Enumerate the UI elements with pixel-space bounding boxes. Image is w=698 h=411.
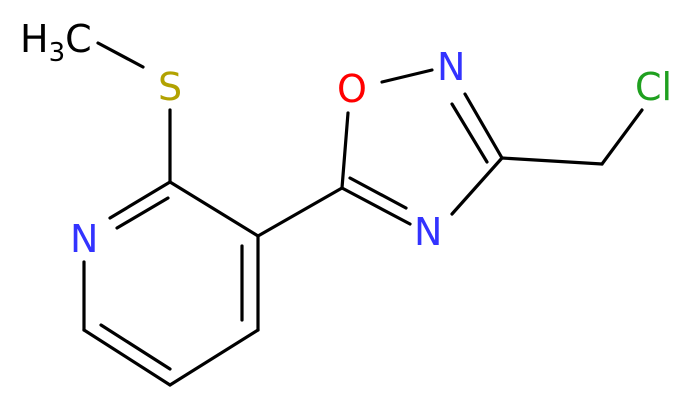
bond-c3-n4 <box>450 156 504 216</box>
oxadiazole-nitrogen-top-atom: N <box>437 45 465 89</box>
atom-labels: H3C S N O N N Cl <box>20 17 672 261</box>
oxygen-atom: O <box>337 67 367 111</box>
bond-c6-c5-inner <box>99 323 172 371</box>
pyridine-nitrogen-atom: N <box>70 217 98 261</box>
bond-c2-n1-inner <box>115 196 170 230</box>
methyl-h: H <box>20 17 49 61</box>
bond-s-methyl <box>96 41 145 69</box>
bond-n4-c5-inner <box>348 176 408 210</box>
methyl-subscript: 3 <box>49 38 66 68</box>
chlorine-atom: Cl <box>635 65 672 109</box>
bond-c6-c5 <box>82 328 172 387</box>
bond-n2-c3-inner <box>450 102 489 164</box>
bond-o1-n2 <box>380 68 434 84</box>
bond-pyridine-oxadiazole <box>256 186 344 238</box>
bond-c2-n1 <box>108 180 172 220</box>
oxadiazole-nitrogen-bottom-atom: N <box>414 210 442 254</box>
methyl-label: H3C <box>20 17 92 68</box>
bond-c5-c4 <box>168 328 260 387</box>
bond-c3-c2 <box>168 180 260 238</box>
sulfur-atom: S <box>158 65 182 109</box>
bond-n2-c3 <box>463 92 504 160</box>
methyl-c: C <box>65 17 92 61</box>
bond-n4-c5 <box>340 186 412 226</box>
bonds <box>82 41 644 387</box>
bond-c5-o1 <box>340 111 350 190</box>
bond-c3-ch2 <box>500 156 604 166</box>
bond-ch2-cl <box>600 108 644 166</box>
